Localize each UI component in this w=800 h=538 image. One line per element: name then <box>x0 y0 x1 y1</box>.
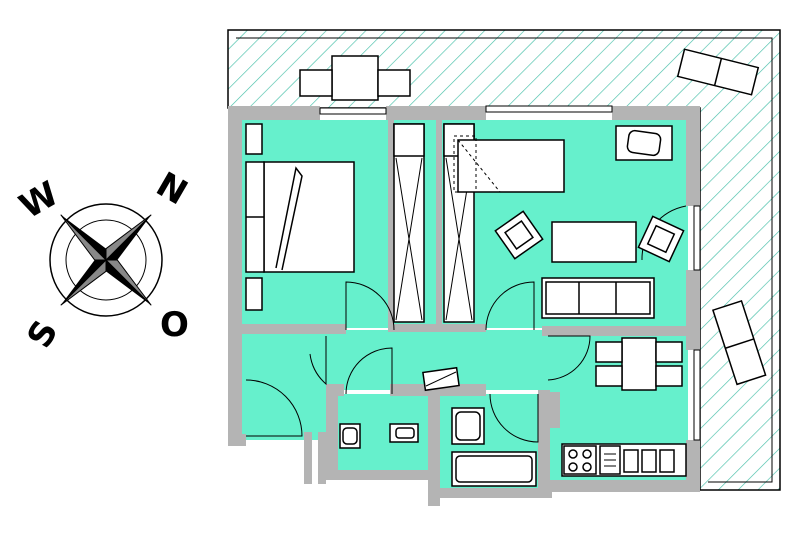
kitchen-cabinet-1 <box>623 449 639 473</box>
compass-point-east <box>106 260 152 306</box>
guest-bed <box>457 139 565 193</box>
terrace-table <box>331 55 379 101</box>
wall-east-a <box>686 106 700 206</box>
living-room-furniture <box>453 125 685 319</box>
stove-burner-2 <box>582 449 592 459</box>
wall-entrance-post-a <box>304 432 312 484</box>
stove-burner-4 <box>582 462 592 472</box>
wall-south-toilet <box>326 470 430 480</box>
toilet-door <box>345 347 393 395</box>
wall-north-a <box>228 106 320 120</box>
compass-point-north-light <box>105 214 152 262</box>
bathtub-inner <box>455 455 533 483</box>
stove-burner-1 <box>568 449 578 459</box>
wall-bath-east <box>538 390 550 498</box>
window-north-living <box>485 105 613 113</box>
wall-east-c <box>686 440 700 492</box>
compass-label-east: O <box>160 305 189 345</box>
terrace-chair-left <box>299 69 333 97</box>
compass-label-west: W <box>13 174 65 227</box>
dining-kitchen-furniture <box>561 337 687 477</box>
wardrobe-left-cross <box>395 157 423 321</box>
compass <box>49 203 163 317</box>
sofa <box>541 277 655 319</box>
wardrobe-left-top <box>393 123 425 157</box>
terrace-chair-right <box>377 69 411 97</box>
bedroom-furniture <box>245 123 355 311</box>
dining-chair-ne <box>655 341 683 363</box>
guest-bed-dashed <box>457 139 501 193</box>
entrance-floor <box>240 330 326 440</box>
sanitary-fixtures <box>339 407 537 487</box>
terrace-inner-edge <box>236 37 773 483</box>
kitchen-door <box>547 335 591 381</box>
wall-east-b <box>686 270 700 350</box>
compass-point-west-light <box>60 214 108 261</box>
sofa-back <box>545 281 651 315</box>
bedroom-door <box>345 281 395 331</box>
wall-south-entrance <box>228 434 246 446</box>
compass-point-south-light <box>60 258 107 306</box>
wall-kitchen-west <box>548 392 560 428</box>
terrace-furniture <box>299 48 767 386</box>
bath-washbasin-inner <box>455 411 481 441</box>
wardrobe-door <box>485 281 535 331</box>
terrace-lounger-east <box>711 299 767 386</box>
bed-blanket-fold <box>275 166 303 271</box>
walls <box>228 106 700 506</box>
kitchen-cabinet-3 <box>659 449 675 473</box>
wardrobe-left <box>393 123 425 323</box>
armchair-right-seat <box>646 224 676 254</box>
toilet-bowl-inner <box>395 427 415 439</box>
compass-point-east-light <box>104 259 152 306</box>
nightstand-south <box>245 277 263 311</box>
kitchen-cabinet-2 <box>641 449 657 473</box>
guest-bed-dashed-frame <box>453 135 477 193</box>
nightstand-north <box>245 123 263 155</box>
wall-entrance-post-b <box>318 432 326 484</box>
wall-toilet-north-a <box>326 384 344 396</box>
wall-living-south <box>542 326 688 336</box>
window-north-bedroom <box>319 107 387 115</box>
coffee-table <box>551 221 637 263</box>
wall-toilet-east <box>428 384 440 506</box>
compass-point-north <box>106 214 152 260</box>
dining-chair-nw <box>595 341 623 363</box>
wall-wardrobe-left <box>388 120 394 330</box>
dining-chair-se <box>655 365 683 387</box>
doors <box>245 205 687 443</box>
entrance-door <box>245 379 303 437</box>
wall-toilet-north-b <box>390 384 430 396</box>
hallway-furniture <box>422 366 460 392</box>
armchair-left-seat <box>504 220 534 250</box>
dining-table <box>621 337 657 391</box>
compass-label-south: S <box>20 314 67 355</box>
compass-label-north: N <box>149 165 194 214</box>
dining-chair-sw <box>595 365 623 387</box>
toilet-washbasin-inner <box>342 427 358 445</box>
wall-west <box>228 106 242 446</box>
desk-chair <box>626 129 662 157</box>
wall-south-kitchen <box>548 480 700 492</box>
double-bed <box>263 161 355 273</box>
terrace-lounger-north <box>676 48 760 96</box>
stove-burner-3 <box>568 462 578 472</box>
wall-wardrobe-bottom <box>388 324 486 332</box>
wall-bedroom-south <box>242 324 346 334</box>
window-east-living <box>693 205 701 271</box>
hall-door <box>309 336 327 386</box>
wall-toilet-west <box>326 384 338 480</box>
wall-north-c <box>612 106 700 120</box>
wall-wardrobe-mid <box>436 120 442 330</box>
window-east-kitchen <box>693 349 701 441</box>
wall-north-b <box>386 106 486 120</box>
wall-south-bath <box>440 488 552 498</box>
bathroom-door <box>489 393 539 443</box>
stove <box>563 445 597 475</box>
compass-point-west <box>60 214 106 260</box>
windows <box>319 105 701 441</box>
compass-point-south <box>60 260 106 306</box>
hall-cabinet-diagonal <box>425 371 457 387</box>
